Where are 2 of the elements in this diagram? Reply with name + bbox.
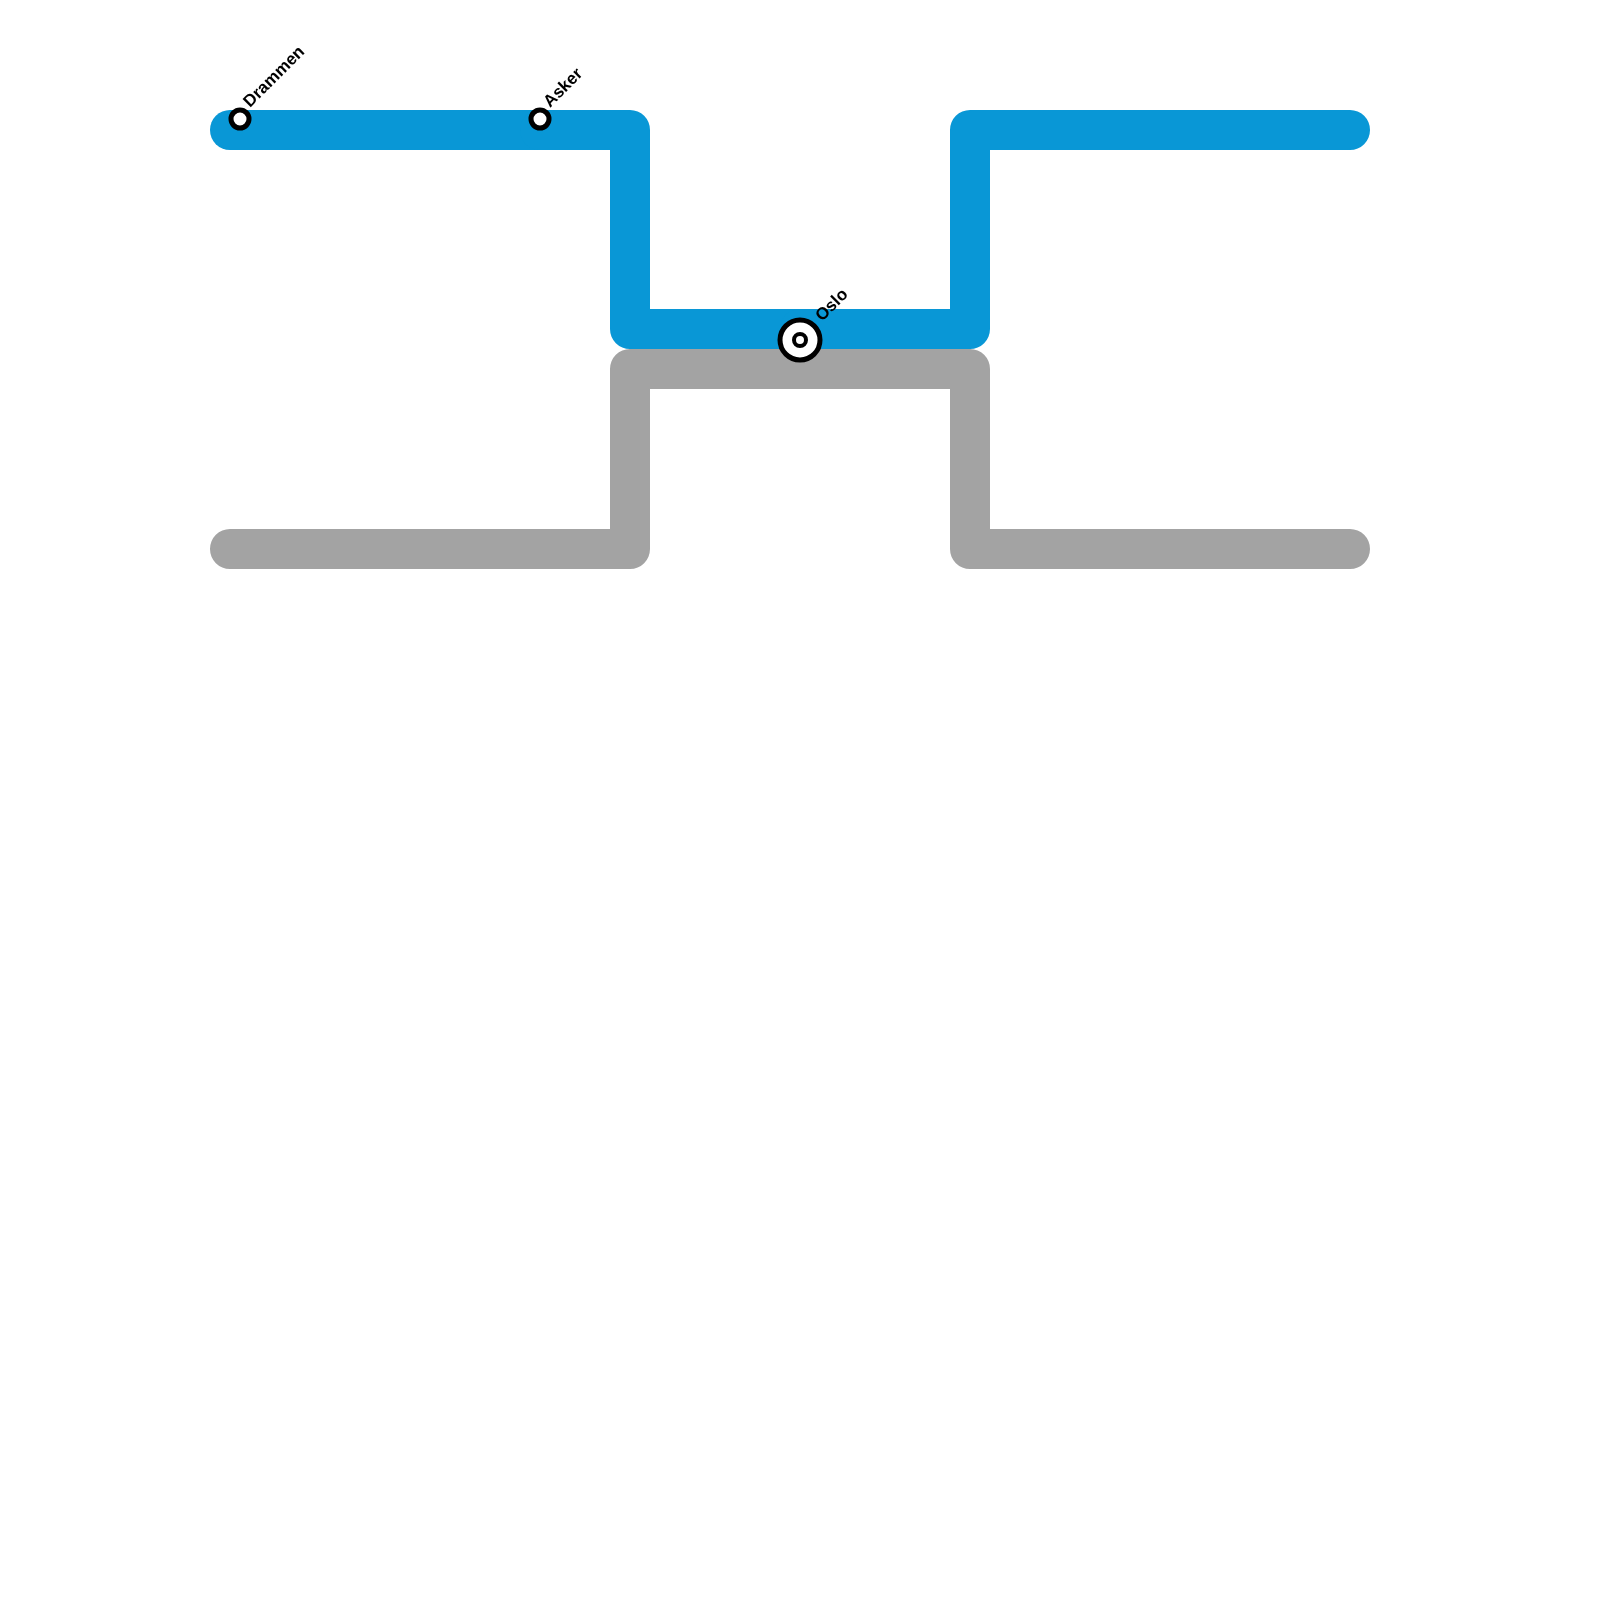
station-marker [528,107,552,131]
station-marker [228,107,252,131]
